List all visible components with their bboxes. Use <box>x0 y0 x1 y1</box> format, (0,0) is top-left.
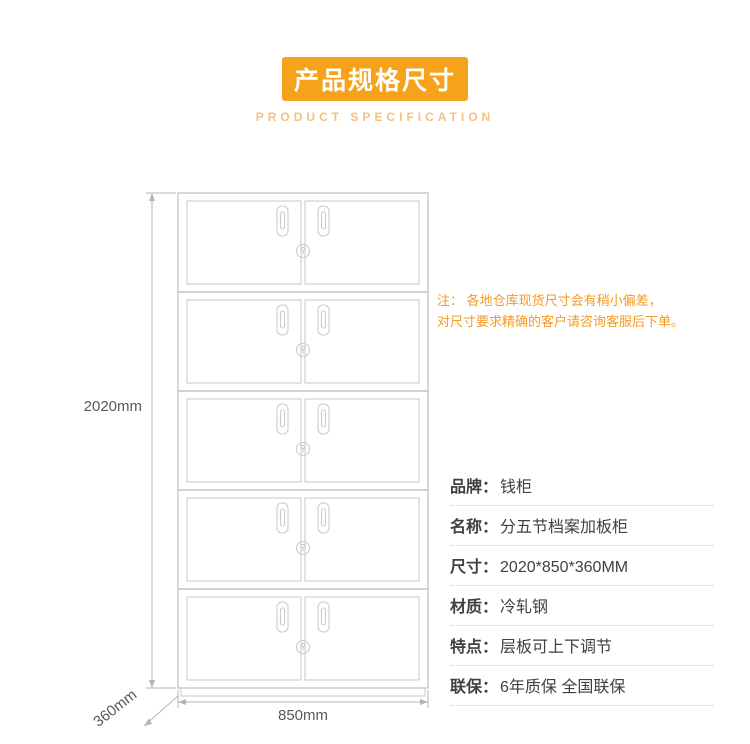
spec-row-brand: 品牌： 钱柜 <box>450 466 713 506</box>
spec-label: 尺寸： <box>450 559 499 576</box>
cabinet-unit <box>177 390 429 491</box>
section-subtitle: PRODUCT SPECIFICATION <box>255 110 495 124</box>
spec-value: 钱柜 <box>500 479 533 496</box>
spec-list: 品牌： 钱柜 名称： 分五节档案加板柜 尺寸： 2020*850*360MM 材… <box>450 466 713 706</box>
spec-label: 联保： <box>450 679 499 696</box>
spec-label: 名称： <box>450 519 499 536</box>
cabinet-base <box>180 687 426 697</box>
width-dimension-label: 850mm <box>278 707 328 724</box>
depth-dimension-label: 360mm <box>90 686 140 730</box>
spec-label: 品牌： <box>450 479 499 496</box>
section-title-banner: 产品规格尺寸 <box>282 57 468 101</box>
spec-label: 材质： <box>450 599 499 616</box>
spec-value: 层板可上下调节 <box>500 639 613 656</box>
cabinet-diagram: 2020mm 850mm 360mm <box>84 192 429 731</box>
width-dimension: 850mm <box>177 690 429 724</box>
spec-row-material: 材质： 冷轧钢 <box>450 586 713 626</box>
spec-row-size: 尺寸： 2020*850*360MM <box>450 546 713 586</box>
spec-value: 分五节档案加板柜 <box>500 519 629 536</box>
height-dimension-label: 2020mm <box>84 398 142 415</box>
spec-row-name: 名称： 分五节档案加板柜 <box>450 506 713 546</box>
cabinet-body <box>177 192 429 697</box>
cabinet-unit <box>177 489 429 590</box>
size-note: 注： 各地仓库现货尺寸会有稍小偏差， 对尺寸要求精确的客户请咨询客服后下单。 <box>437 290 727 333</box>
cabinet-unit <box>177 588 429 689</box>
height-dimension: 2020mm <box>84 192 176 689</box>
spec-value: 6年质保 全国联保 <box>500 679 626 696</box>
size-note-line1: 注： 各地仓库现货尺寸会有稍小偏差， <box>437 293 662 308</box>
spec-row-warranty: 联保： 6年质保 全国联保 <box>450 666 713 706</box>
cabinet-unit <box>177 291 429 392</box>
cabinet-unit <box>177 192 429 293</box>
size-note-line2: 对尺寸要求精确的客户请咨询客服后下单。 <box>437 314 685 330</box>
spec-label: 特点： <box>450 639 499 656</box>
spec-value: 冷轧钢 <box>500 599 549 616</box>
section-title: 产品规格尺寸 <box>293 67 456 95</box>
spec-row-feature: 特点： 层板可上下调节 <box>450 626 713 666</box>
spec-value: 2020*850*360MM <box>500 559 629 576</box>
depth-dimension: 360mm <box>90 686 179 731</box>
